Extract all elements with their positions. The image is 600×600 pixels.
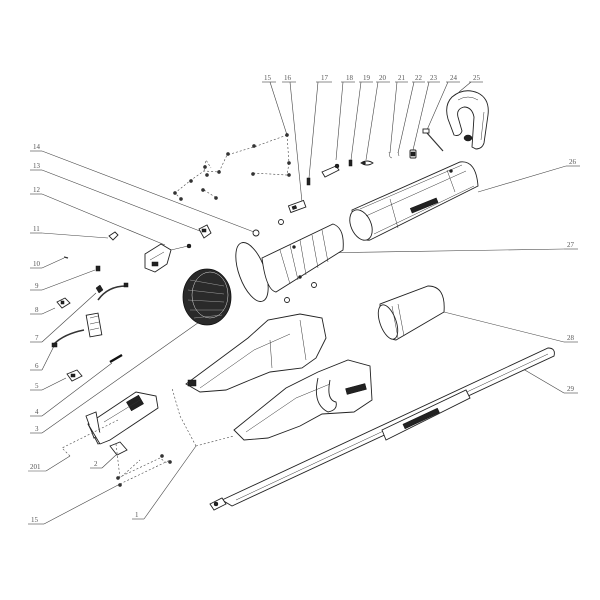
screw-set-bottom <box>61 419 172 487</box>
part-21-pin <box>388 151 393 159</box>
part-201-battery-base <box>85 391 159 445</box>
part-16-pin <box>306 177 311 186</box>
callout-9: 9 <box>30 269 96 291</box>
svg-text:11: 11 <box>33 225 40 233</box>
svg-text:4: 4 <box>35 408 39 416</box>
svg-text:14: 14 <box>33 143 41 151</box>
svg-text:6: 6 <box>35 362 39 370</box>
callout-18: 18 <box>335 74 355 161</box>
part-5-switch <box>66 369 83 382</box>
part-7-clip <box>95 284 104 294</box>
svg-text:19: 19 <box>363 74 371 82</box>
part-8-terminal <box>56 297 71 309</box>
callout-17: 17 <box>308 74 332 179</box>
part-19-spring <box>348 159 353 167</box>
svg-text:27: 27 <box>567 241 575 249</box>
callout-15-top: 15 <box>262 74 288 136</box>
part-9-connector <box>95 265 101 272</box>
callout-29: 29 <box>517 365 578 394</box>
part-11-clip <box>108 231 119 241</box>
svg-text:7: 7 <box>35 334 39 342</box>
svg-text:12: 12 <box>33 186 41 194</box>
callout-8: 8 <box>30 306 56 315</box>
svg-text:29: 29 <box>567 385 575 393</box>
callout-21: 21 <box>389 74 408 154</box>
svg-text:24: 24 <box>450 74 458 82</box>
part-4-spring <box>109 353 123 364</box>
svg-text:23: 23 <box>430 74 438 82</box>
callout-20: 20 <box>365 74 390 161</box>
callout-22: 22 <box>397 74 425 154</box>
callout-14: 14 <box>30 143 255 233</box>
callout-7: 7 <box>30 292 97 343</box>
part-26-blower-tube <box>349 161 479 241</box>
part-2-label-plate <box>109 441 128 456</box>
part-27-fan-housing <box>235 223 344 302</box>
svg-text:10: 10 <box>33 260 41 268</box>
callout-4: 4 <box>30 362 113 417</box>
callout-1: 1 <box>132 445 197 520</box>
callout-26: 26 <box>477 158 580 193</box>
svg-text:15: 15 <box>264 74 272 82</box>
svg-text:26: 26 <box>569 158 577 166</box>
svg-text:2: 2 <box>94 460 98 468</box>
svg-text:28: 28 <box>567 334 575 342</box>
callout-10: 10 <box>30 257 65 269</box>
part-3-fan-impeller <box>182 268 232 326</box>
callout-19: 19 <box>350 74 373 161</box>
callout-27: 27 <box>311 241 578 254</box>
screw-set-top <box>173 133 291 201</box>
callout-11: 11 <box>30 225 109 239</box>
callout-23: 23 <box>412 74 440 151</box>
svg-text:15: 15 <box>31 516 39 524</box>
svg-text:18: 18 <box>346 74 354 82</box>
callout-5: 5 <box>30 377 67 391</box>
svg-text:8: 8 <box>35 306 39 314</box>
callout-3: 3 <box>30 319 203 434</box>
part-10-pin <box>63 256 69 259</box>
part-14-washer <box>252 219 317 303</box>
part-12-motor <box>144 243 192 273</box>
svg-text:201: 201 <box>30 463 41 471</box>
svg-text:21: 21 <box>398 74 406 82</box>
svg-text:3: 3 <box>35 425 39 433</box>
part-29-extension-tube <box>209 347 555 511</box>
part-23-cap <box>409 149 417 159</box>
part-28-nozzle-tip <box>377 285 445 341</box>
part-25-handle <box>446 90 489 150</box>
svg-text:17: 17 <box>321 74 329 82</box>
part-17-switch-block <box>287 199 307 214</box>
callout-28: 28 <box>443 311 578 343</box>
callout-13: 13 <box>30 162 206 234</box>
callout-labels: 15 16 17 18 19 20 21 <box>28 74 580 525</box>
svg-text:13: 13 <box>33 162 41 170</box>
callout-15-bottom: 15 <box>28 483 121 525</box>
callout-25: 25 <box>458 74 483 93</box>
svg-text:22: 22 <box>415 74 423 82</box>
svg-text:9: 9 <box>35 282 39 290</box>
svg-text:25: 25 <box>473 74 481 82</box>
callout-24: 24 <box>426 74 460 131</box>
svg-text:5: 5 <box>35 382 39 390</box>
part-6-wiring-harness <box>51 282 129 348</box>
callout-16: 16 <box>282 74 303 203</box>
part-1-housing <box>171 313 373 447</box>
svg-text:1: 1 <box>135 511 139 519</box>
part-20-lever <box>360 160 374 166</box>
callout-2: 2 <box>90 454 117 469</box>
svg-text:16: 16 <box>284 74 292 82</box>
callout-201: 201 <box>28 455 71 472</box>
callout-6: 6 <box>30 345 55 371</box>
svg-text:20: 20 <box>379 74 387 82</box>
part-22-pin <box>397 151 400 157</box>
part-18-trigger <box>321 163 340 178</box>
part-24-bolt <box>422 128 444 152</box>
callout-12: 12 <box>30 186 166 246</box>
part-13-bracket <box>198 224 212 239</box>
